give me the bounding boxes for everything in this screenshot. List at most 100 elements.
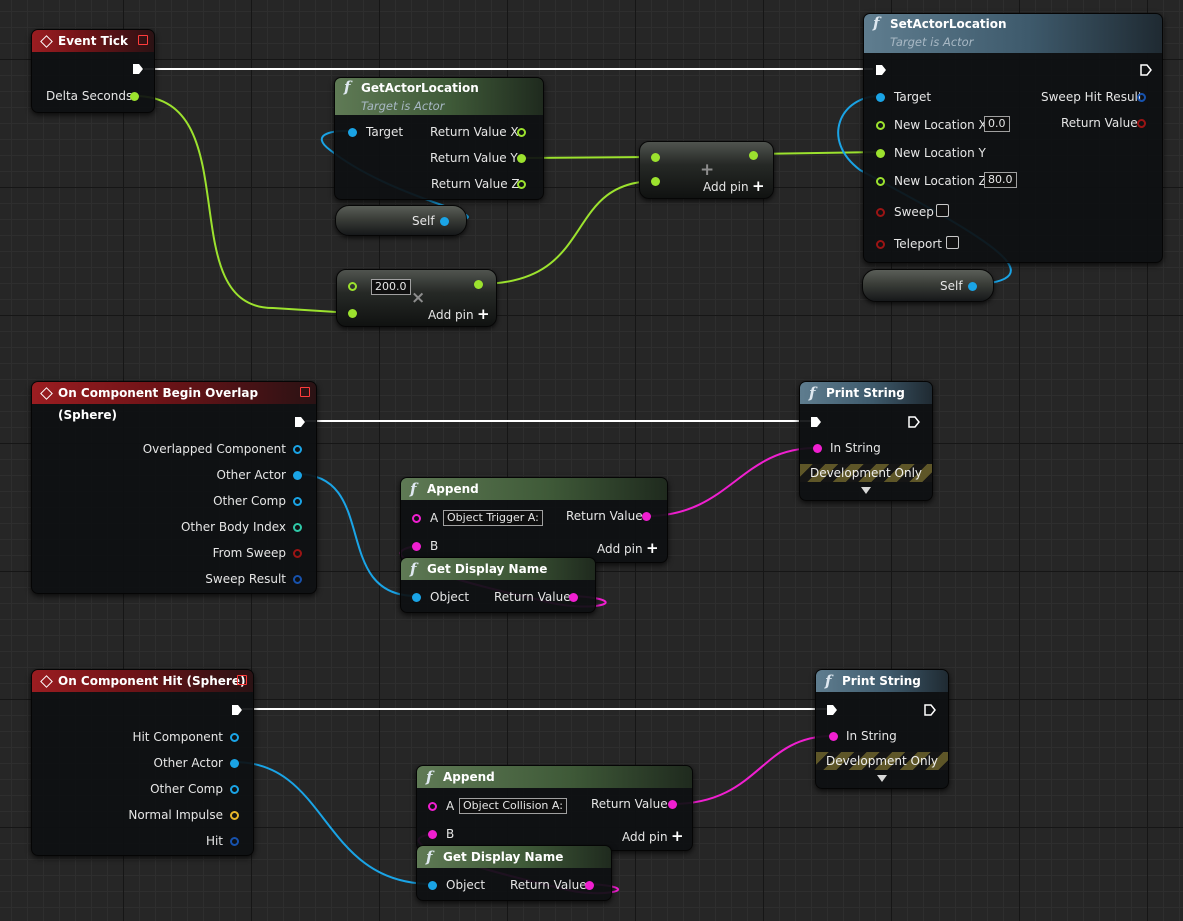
multiply-input-a-pin[interactable] [348,282,357,291]
function-icon: f [809,384,816,402]
append-return-pin[interactable] [642,512,651,521]
other-actor-label: Other Actor [216,468,286,482]
print-string-node-2[interactable]: f Print String In String Development Onl… [815,669,949,789]
other-actor-pin[interactable] [230,759,239,768]
append-b-pin[interactable] [412,542,421,551]
teleport-checkbox[interactable] [946,236,959,249]
expand-arrow-icon[interactable] [877,775,887,782]
append-a-pin[interactable] [412,514,421,523]
overlapped-component-pin[interactable] [293,445,302,454]
self-node-2[interactable]: Self [862,269,994,302]
new-location-z-value[interactable]: 80.0 [984,172,1017,188]
append-a-value[interactable]: Object Trigger A: [443,510,543,526]
function-icon: f [426,848,433,866]
exec-out-pin[interactable] [908,416,920,428]
add-add-pin-label[interactable]: Add pin [703,180,749,194]
append-add-pin-label[interactable]: Add pin [597,542,643,556]
component-hit-node[interactable]: On Component Hit (Sphere) Hit Component … [31,669,254,856]
return-value-label: Return Value [1061,116,1138,130]
return-y-pin[interactable] [517,154,526,163]
delegate-pin-icon[interactable] [300,387,310,397]
add-output-pin[interactable] [749,151,758,160]
add-input-b-pin[interactable] [651,177,660,186]
object-label: Object [446,878,486,892]
new-location-z-pin[interactable] [876,177,885,186]
return-value-pin[interactable] [569,593,578,602]
get-actor-location-node[interactable]: f GetActorLocation Target is Actor Targe… [334,77,544,200]
append-node-1[interactable]: f Append A Object Trigger A: Return Valu… [400,477,668,563]
sweep-pin[interactable] [876,208,885,217]
append-add-pin-label[interactable]: Add pin [622,830,668,844]
object-pin[interactable] [412,593,421,602]
print-string-node-1[interactable]: f Print String In String Development Onl… [799,381,933,501]
add-pin-icon[interactable]: + [477,305,490,323]
exec-out-pin[interactable] [231,704,243,716]
delta-seconds-pin[interactable] [130,92,139,101]
in-string-pin[interactable] [813,444,822,453]
object-pin[interactable] [428,881,437,890]
teleport-pin[interactable] [876,240,885,249]
add-node[interactable]: + Add pin + [639,141,774,199]
return-value-pin[interactable] [585,881,594,890]
in-string-pin[interactable] [829,732,838,741]
self-output-pin[interactable] [968,282,977,291]
multiply-input-b-pin[interactable] [348,309,357,318]
append-a-value[interactable]: Object Collision A: [459,798,567,814]
sweep-hit-result-pin[interactable] [1137,93,1146,102]
multiply-output-pin[interactable] [474,280,483,289]
return-x-pin[interactable] [517,128,526,137]
sweep-result-pin[interactable] [293,575,302,584]
teleport-label: Teleport [894,237,942,251]
hit-component-pin[interactable] [230,733,239,742]
component-hit-header: On Component Hit (Sphere) [32,670,253,692]
new-location-x-pin[interactable] [876,121,885,130]
set-actor-location-node[interactable]: f SetActorLocation Target is Actor Targe… [863,13,1163,263]
hit-pin[interactable] [230,837,239,846]
other-comp-pin[interactable] [293,497,302,506]
multiply-value-box[interactable]: 200.0 [371,279,411,295]
delegate-pin-icon[interactable] [138,35,148,45]
multiply-node[interactable]: 200.0 × Add pin + [336,269,497,327]
other-comp-pin[interactable] [230,785,239,794]
get-actor-location-title: GetActorLocation [361,81,479,95]
exec-in-pin[interactable] [810,416,822,428]
other-actor-pin[interactable] [293,471,302,480]
other-body-index-pin[interactable] [293,523,302,532]
multiply-add-pin-label[interactable]: Add pin [428,308,474,322]
normal-impulse-pin[interactable] [230,811,239,820]
delegate-pin-icon[interactable] [237,675,247,685]
exec-out-pin[interactable] [1140,64,1152,76]
append-b-pin[interactable] [428,830,437,839]
add-pin-icon[interactable]: + [646,539,659,557]
wire-y-to-add [521,156,657,159]
add-pin-icon[interactable]: + [671,827,684,845]
return-value-pin[interactable] [1137,119,1146,128]
append-return-pin[interactable] [668,800,677,809]
self-output-pin[interactable] [440,217,449,226]
add-input-a-pin[interactable] [651,153,660,162]
self-node-1[interactable]: Self [335,205,467,236]
exec-in-pin[interactable] [826,704,838,716]
new-location-y-pin[interactable] [876,149,885,158]
function-icon: f [410,560,417,578]
sweep-checkbox[interactable] [936,204,949,217]
target-pin[interactable] [876,93,885,102]
append-a-pin[interactable] [428,802,437,811]
return-z-pin[interactable] [517,180,526,189]
target-pin[interactable] [348,128,357,137]
add-pin-icon[interactable]: + [752,177,765,195]
exec-out-pin[interactable] [294,416,306,428]
self-label: Self [412,214,435,228]
exec-out-pin[interactable] [132,63,144,75]
begin-overlap-node[interactable]: On Component Begin Overlap (Sphere) Over… [31,381,317,594]
expand-arrow-icon[interactable] [861,487,871,494]
append-node-2[interactable]: f Append A Object Collision A: Return Va… [416,765,693,851]
exec-out-pin[interactable] [924,704,936,716]
get-display-name-node-1[interactable]: f Get Display Name Object Return Value [400,557,596,613]
print-string-title: Print String [826,386,905,400]
exec-in-pin[interactable] [875,64,887,76]
new-location-x-value[interactable]: 0.0 [984,116,1010,132]
event-tick-node[interactable]: Event Tick Delta Seconds [31,29,155,113]
from-sweep-pin[interactable] [293,549,302,558]
get-display-name-node-2[interactable]: f Get Display Name Object Return Value [416,845,612,901]
